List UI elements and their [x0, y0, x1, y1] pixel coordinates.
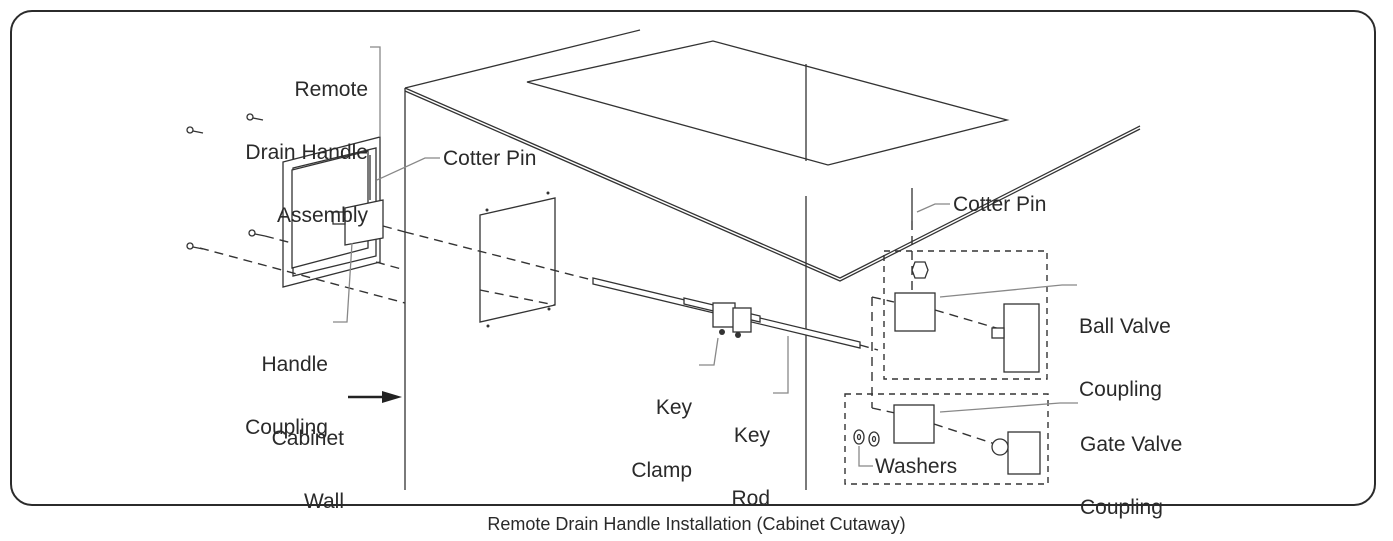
- label-key-rod: Key Rod: [700, 383, 770, 530]
- cabinet-top: [404, 29, 1141, 282]
- label-line: Cabinet: [271, 427, 344, 450]
- key-rod: [592, 277, 861, 349]
- screws: [186, 113, 266, 250]
- label-cotter-pin-right: Cotter Pin: [953, 193, 1047, 216]
- label-line: Rod: [731, 487, 770, 510]
- label-key-clamp: Key Clamp: [600, 355, 692, 502]
- label-line: Coupling: [1080, 496, 1163, 519]
- label-cabinet-wall: Cabinet Wall: [220, 386, 344, 533]
- label-handle-coupling: Handle Coupling: [200, 312, 328, 459]
- cabinet-walls: [404, 88, 807, 490]
- label-line: Key: [733, 424, 770, 447]
- label-line: Assembly: [276, 204, 368, 227]
- label-line: Key: [655, 396, 692, 419]
- remote-drain-handle-assembly: [282, 136, 384, 288]
- label-washers: Washers: [875, 455, 958, 478]
- figure-caption: Remote Drain Handle Installation (Cabine…: [487, 514, 906, 534]
- label-line: Ball Valve: [1079, 315, 1171, 338]
- diagram-frame: [10, 10, 1376, 506]
- washers-drawing: [853, 429, 880, 447]
- label-ball-valve-coupling: Ball Valve Coupling: [1079, 274, 1171, 421]
- label-cotter-pin-left: Cotter Pin: [443, 147, 537, 170]
- label-line: Gate Valve: [1080, 433, 1183, 456]
- label-remote-drain-handle-assembly: Remote Drain Handle Assembly: [170, 37, 368, 247]
- label-line: Drain Handle: [245, 141, 368, 164]
- ball-valve-group: [883, 250, 1048, 380]
- label-line: Handle: [261, 353, 328, 376]
- label-line: Coupling: [245, 416, 328, 439]
- label-line: Remote: [294, 78, 368, 101]
- label-line: Clamp: [631, 459, 692, 482]
- gate-valve-group: [844, 393, 1049, 485]
- label-gate-valve-coupling: Gate Valve Coupling: [1080, 392, 1182, 539]
- label-line: Coupling: [1079, 378, 1162, 401]
- label-line: Wall: [303, 490, 344, 513]
